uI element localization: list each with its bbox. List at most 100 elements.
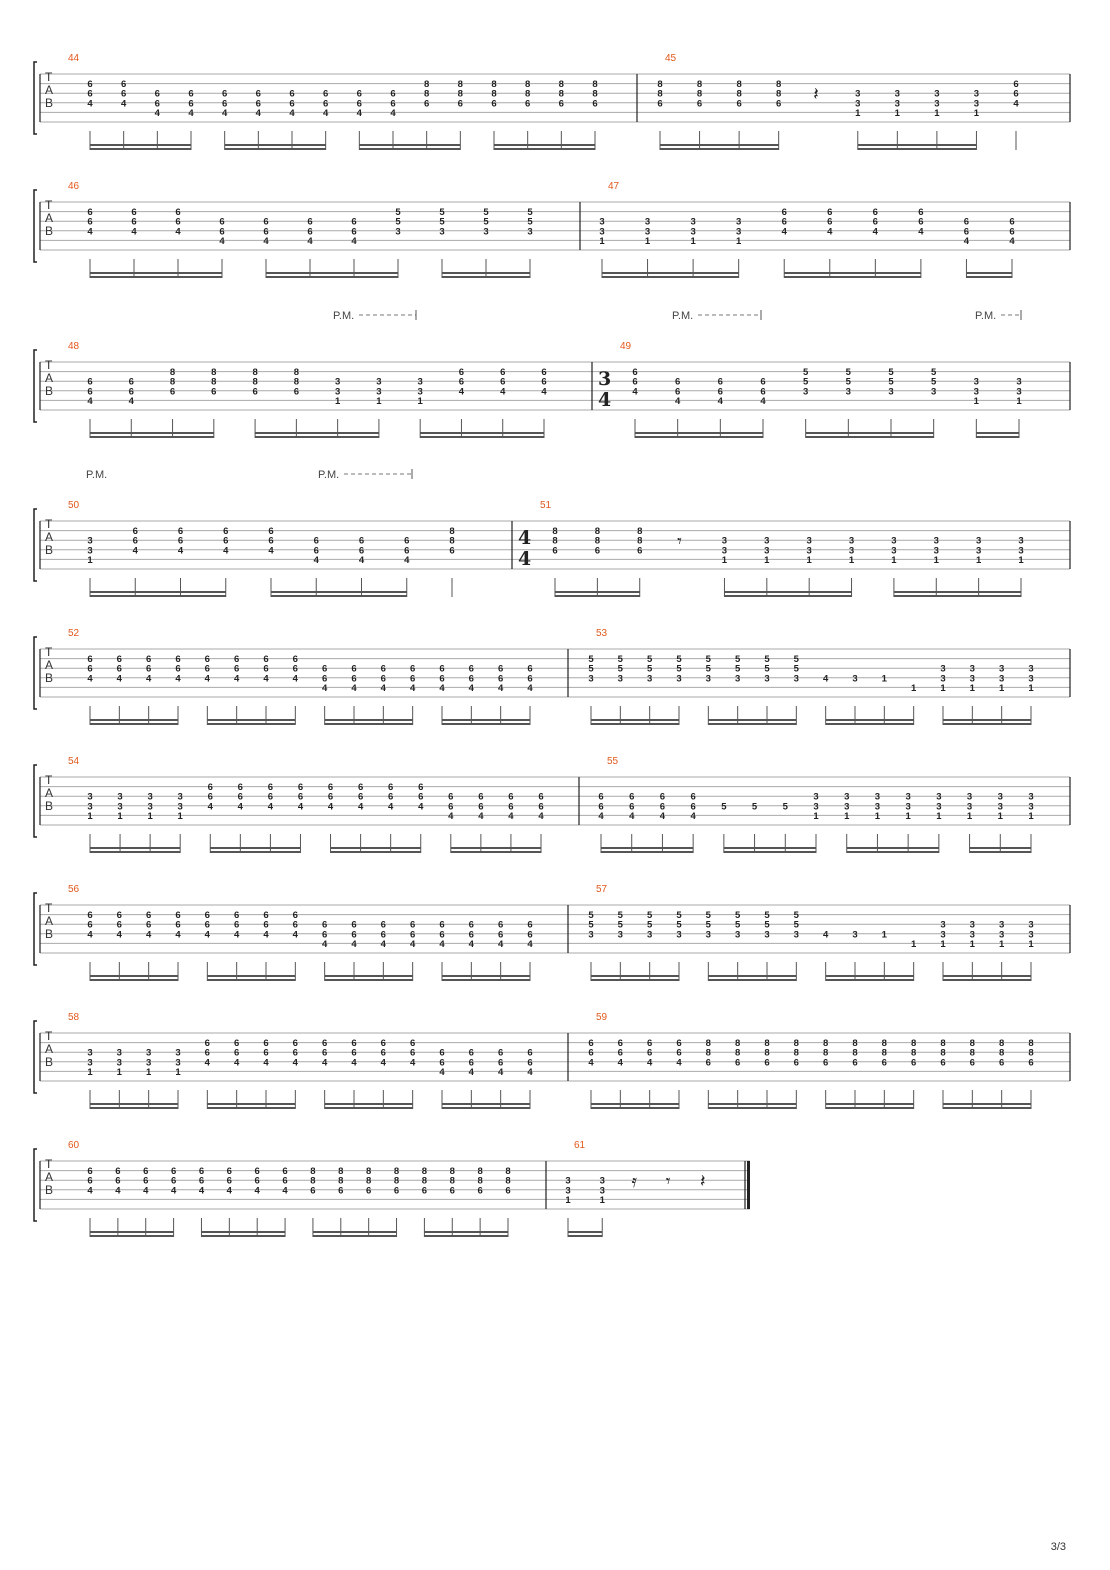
fret-number: 4 <box>268 545 274 556</box>
note-beam <box>943 1103 1031 1105</box>
fret-number: 6 <box>873 207 878 218</box>
fret-number: 1 <box>722 555 728 566</box>
fret-number: 3 <box>970 664 975 675</box>
fret-number: 8 <box>637 536 642 547</box>
fret-number: 4 <box>87 673 93 684</box>
fret-number: 5 <box>588 654 594 665</box>
fret-number: 6 <box>827 207 832 218</box>
fret-number: 6 <box>117 920 122 931</box>
fret-number: 6 <box>282 1166 287 1177</box>
fret-number: 6 <box>439 1057 444 1068</box>
fret-number: 1 <box>175 1067 181 1078</box>
fret-number: 1 <box>844 811 850 822</box>
fret-number: 8 <box>735 1048 740 1059</box>
fret-number: 1 <box>976 555 982 566</box>
fret-number: 4 <box>131 226 137 237</box>
fret-number: 5 <box>588 920 594 931</box>
note-beam <box>635 432 763 434</box>
system-bracket <box>33 1020 37 1094</box>
fret-number: 1 <box>999 939 1005 950</box>
fret-number: 8 <box>882 1048 887 1059</box>
fret-number: 1 <box>1018 555 1024 566</box>
fret-number: 8 <box>637 526 642 537</box>
tab-clef-letter: T <box>45 773 53 787</box>
fret-number: 6 <box>381 1048 386 1059</box>
fret-number: 8 <box>491 79 496 90</box>
fret-number: 5 <box>483 217 489 228</box>
fret-number: 6 <box>293 654 298 665</box>
fret-number: 1 <box>936 811 942 822</box>
fret-number: 4 <box>598 811 604 822</box>
fret-number: 6 <box>307 226 312 237</box>
fret-number: 6 <box>1009 217 1014 228</box>
fret-number: 6 <box>223 536 228 547</box>
fret-number: 6 <box>175 664 180 675</box>
fret-number: 3 <box>117 801 122 812</box>
fret-number: 1 <box>690 236 696 247</box>
fret-number: 6 <box>381 673 386 684</box>
tab-clef-letter: T <box>45 198 53 212</box>
fret-number: 5 <box>676 910 682 921</box>
tab-clef-letter: B <box>45 543 53 557</box>
fret-number: 5 <box>618 920 624 931</box>
fret-number: 6 <box>588 1048 593 1059</box>
fret-number: 8 <box>735 1038 740 1049</box>
fret-number: 3 <box>803 386 808 397</box>
time-signature-top: 4 <box>518 527 531 549</box>
note-beam <box>90 723 178 725</box>
fret-number: 6 <box>736 98 741 109</box>
note-beam <box>857 144 977 146</box>
fret-number: 6 <box>143 1176 148 1187</box>
fret-number: 6 <box>328 782 333 793</box>
fret-number: 6 <box>359 536 364 547</box>
system-bracket <box>33 349 37 423</box>
note-beam <box>207 723 296 725</box>
note-beam <box>591 1107 679 1109</box>
tab-clef-letter: A <box>45 83 53 97</box>
fret-number: 4 <box>322 939 328 950</box>
fret-number: 3 <box>813 801 818 812</box>
fret-number: 4 <box>298 801 304 812</box>
note-beam <box>708 979 797 981</box>
note-beam <box>420 432 544 434</box>
fret-number: 4 <box>410 939 416 950</box>
fret-number: 4 <box>498 1067 504 1078</box>
fret-number: 6 <box>498 929 503 940</box>
fret-number: 6 <box>234 910 239 921</box>
fret-number: 4 <box>823 673 829 684</box>
note-beam <box>207 975 296 977</box>
note-beam <box>450 851 541 853</box>
tab-clef-letter: B <box>45 927 53 941</box>
fret-number: 6 <box>1028 1057 1033 1068</box>
note-beam <box>805 436 934 438</box>
fret-number: 3 <box>936 801 941 812</box>
fret-number: 4 <box>351 683 357 694</box>
fret-number: 4 <box>234 673 240 684</box>
fret-number: 3 <box>147 792 152 803</box>
palm-mute-label: P.M. <box>86 469 107 481</box>
fret-number: 6 <box>143 1166 148 1177</box>
fret-number: 6 <box>87 920 92 931</box>
fret-number: 8 <box>294 367 299 378</box>
fret-number: 3 <box>934 536 939 547</box>
fret-number: 6 <box>351 1048 356 1059</box>
fret-number: 8 <box>252 367 257 378</box>
fret-number: 1 <box>599 236 605 247</box>
fret-number: 4 <box>208 801 214 812</box>
fret-number: 8 <box>592 79 597 90</box>
fret-number: 1 <box>882 929 888 940</box>
fret-number: 4 <box>115 1185 121 1196</box>
note-beam <box>90 595 226 597</box>
fret-number: 3 <box>764 545 769 556</box>
fret-number: 3 <box>934 89 939 100</box>
fret-number: 6 <box>559 98 564 109</box>
fret-number: 1 <box>178 811 184 822</box>
fret-number: 4 <box>307 236 313 247</box>
fret-number: 3 <box>175 1057 180 1068</box>
fret-number: 4 <box>500 386 506 397</box>
fret-number: 6 <box>390 89 395 100</box>
fret-number: 8 <box>310 1176 315 1187</box>
fret-number: 6 <box>541 367 546 378</box>
note-beam <box>90 1231 174 1233</box>
fret-number: 6 <box>171 1176 176 1187</box>
